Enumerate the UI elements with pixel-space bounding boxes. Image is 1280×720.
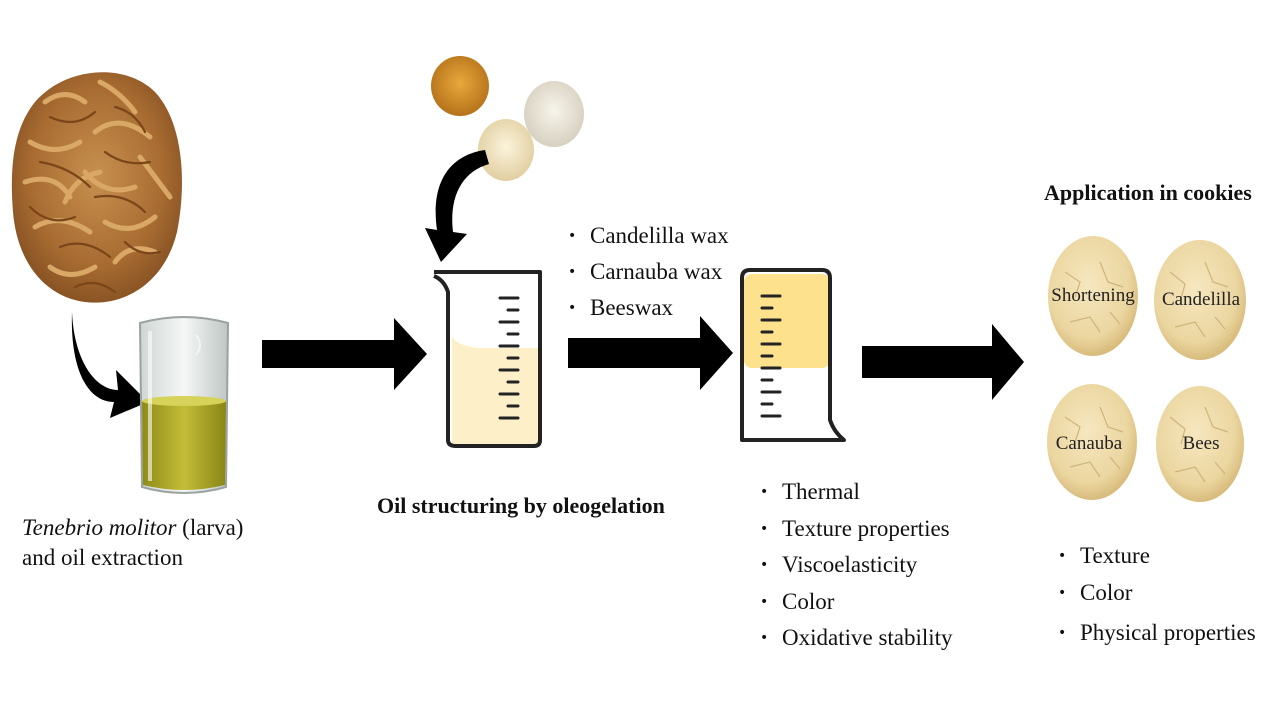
- cookie-bees: [1156, 386, 1244, 502]
- analysis-item-texture: Texture properties: [760, 513, 953, 550]
- oleogelation-title: Oil structuring by oleogelation: [377, 493, 665, 518]
- oleogelation-beaker: [433, 270, 542, 448]
- wax-item-beeswax: Beeswax: [568, 292, 729, 328]
- cookie-shortening: [1048, 236, 1138, 356]
- analysis-item-thermal: Thermal: [760, 476, 953, 513]
- process-arrow-1: [262, 318, 427, 390]
- wax-powders-image: [431, 56, 584, 181]
- cookie-canauba: [1047, 384, 1137, 500]
- cookies-title: Application in cookies: [1044, 180, 1252, 205]
- process-arrow-2: [568, 316, 733, 390]
- cookie-property-texture: Texture: [1058, 540, 1256, 577]
- analysis-item-color: Color: [760, 586, 953, 623]
- cookie-property-physical: Physical properties: [1058, 617, 1256, 654]
- cookie-label-canauba: Canauba: [1055, 433, 1123, 454]
- oil-extraction-label: and oil extraction: [22, 545, 183, 570]
- curved-arrow-icon: [71, 312, 148, 418]
- larva-label: (larva): [176, 515, 244, 540]
- wax-list: Candelilla wax Carnauba wax Beeswax: [568, 220, 729, 328]
- mealworm-larvae-image: [11, 72, 182, 303]
- process-arrow-3: [862, 324, 1024, 400]
- oil-beaker-image: [138, 316, 230, 494]
- cookie-label-candelilla: Candelilla: [1161, 289, 1241, 310]
- larva-caption: Tenebrio molitor (larva) and oil extract…: [22, 513, 262, 573]
- oleogel-beaker: [740, 268, 846, 442]
- curved-arrow-icon: [425, 150, 489, 262]
- wax-item-carnauba: Carnauba wax: [568, 256, 729, 292]
- species-name: Tenebrio molitor: [22, 515, 177, 540]
- cookie-label-shortening: Shortening: [1051, 285, 1135, 306]
- analysis-list: Thermal Texture properties Viscoelastici…: [760, 476, 953, 659]
- analysis-item-oxidative: Oxidative stability: [760, 622, 953, 659]
- cookies-image: [1047, 236, 1246, 502]
- cookie-candelilla: [1154, 240, 1246, 360]
- cookie-property-color: Color: [1058, 577, 1256, 617]
- cookie-label-bees: Bees: [1182, 433, 1220, 454]
- wax-item-candelilla: Candelilla wax: [568, 220, 729, 256]
- analysis-item-viscoelasticity: Viscoelasticity: [760, 549, 953, 586]
- cookie-properties-list: Texture Color Physical properties: [1058, 540, 1256, 654]
